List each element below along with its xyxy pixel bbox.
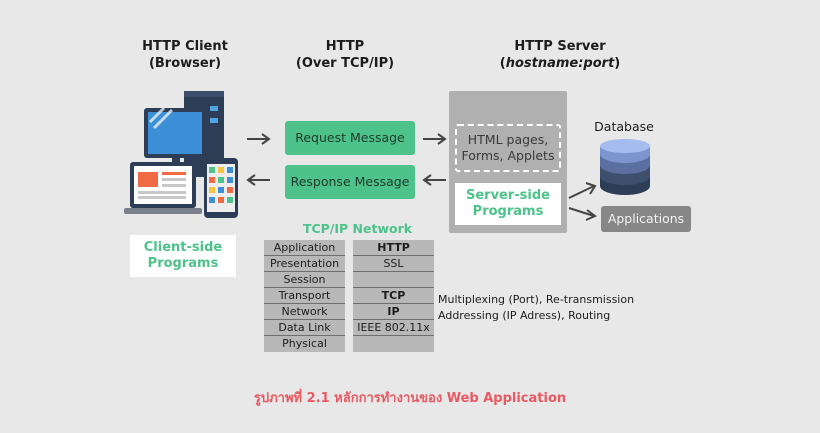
protocol-ip: IP bbox=[353, 304, 434, 320]
html-pages-line1: HTML pages, bbox=[467, 132, 549, 147]
server-side-programs-box: Server-side Programs bbox=[455, 183, 561, 225]
database-label: Database bbox=[594, 119, 654, 134]
protocol-http: HTTP bbox=[353, 240, 434, 256]
server-header-title: HTTP Server bbox=[514, 39, 606, 54]
arrow-to-database-icon bbox=[568, 182, 597, 199]
figure-caption: รูปภาพที่ 2.1 หลักการทำงานของ Web Applic… bbox=[253, 391, 567, 406]
client-header-subtitle: (Browser) bbox=[148, 56, 222, 71]
client-header: HTTP Client (Browser) bbox=[120, 38, 250, 72]
server-out-arrows bbox=[568, 182, 597, 221]
server-arrows bbox=[422, 133, 447, 186]
client-side-line2: Programs bbox=[147, 256, 219, 271]
protocol-ieee: IEEE 802.11x bbox=[353, 320, 434, 336]
server-header-subtitle: (hostname:port) bbox=[499, 56, 621, 71]
html-pages-line2: Forms, Applets bbox=[461, 148, 555, 163]
protocol-tcp: TCP bbox=[353, 288, 434, 304]
arrow-right-icon bbox=[423, 133, 447, 145]
server-side-line1: Server-side bbox=[465, 188, 550, 203]
arrow-to-applications-icon bbox=[568, 207, 597, 221]
protocol-physical bbox=[353, 336, 434, 352]
layer-physical: Physical bbox=[282, 337, 327, 350]
http-header: HTTP (Over TCP/IP) bbox=[280, 38, 410, 72]
osi-layer-stack: Application Presentation Session Transpo… bbox=[264, 240, 345, 352]
client-devices-icon bbox=[124, 91, 238, 218]
layer-application: Application bbox=[264, 240, 345, 256]
client-arrows bbox=[246, 133, 271, 186]
server-hostname-port: hostname:port bbox=[505, 56, 615, 71]
html-pages-box: HTML pages, Forms, Applets bbox=[455, 124, 561, 172]
arrow-left-icon bbox=[422, 174, 446, 186]
database-icon bbox=[600, 139, 650, 195]
layer-transport: Transport bbox=[264, 288, 345, 304]
client-side-programs-box: Client-side Programs bbox=[130, 235, 236, 277]
protocol-stack: HTTP SSL TCP IP IEEE 802.11x bbox=[353, 240, 434, 352]
client-header-title: HTTP Client bbox=[142, 39, 228, 54]
http-header-title: HTTP bbox=[325, 39, 365, 54]
layer-presentation: Presentation bbox=[264, 256, 345, 272]
server-header: HTTP Server (hostname:port) bbox=[485, 38, 635, 72]
server-side-line2: Programs bbox=[472, 204, 544, 219]
protocol-ssl: SSL bbox=[353, 256, 434, 272]
client-side-line1: Client-side bbox=[143, 240, 223, 255]
arrow-left-icon bbox=[246, 174, 270, 186]
layer-data-link: Data Link bbox=[264, 320, 345, 336]
request-message-box: Request Message bbox=[285, 121, 415, 155]
layer-network: Network bbox=[264, 304, 345, 320]
network-note: Addressing (IP Adress), Routing bbox=[438, 309, 611, 322]
applications-box: Applications bbox=[601, 206, 691, 232]
response-message-box: Response Message bbox=[285, 165, 415, 199]
tcpip-network-title: TCP/IP Network bbox=[302, 221, 413, 236]
protocol-session bbox=[353, 272, 434, 288]
layer-session: Session bbox=[264, 272, 345, 288]
http-header-subtitle: (Over TCP/IP) bbox=[295, 56, 395, 71]
arrow-right-icon bbox=[247, 133, 271, 145]
transport-note: Multiplexing (Port), Re-transmission bbox=[438, 293, 635, 306]
